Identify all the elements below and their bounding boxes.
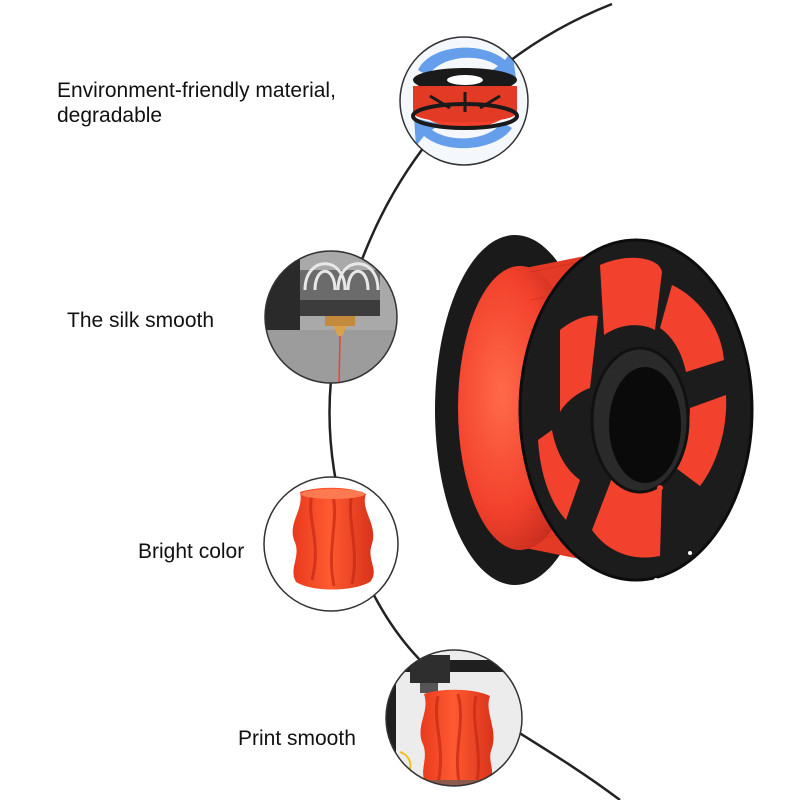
feature-circle-bright (263, 476, 399, 612)
feature-circle-silk (264, 250, 398, 384)
printer-nozzle-icon (265, 251, 397, 383)
feature-label-eco-line2: degradable (57, 104, 163, 127)
feature-label-eco-line1: Environment-friendly material, (57, 79, 336, 102)
recycle-spool-icon (400, 37, 528, 165)
filament-spool (435, 235, 754, 585)
feature-label-print: Print smooth (238, 727, 356, 750)
printed-vase-icon (264, 477, 398, 611)
feature-circle-print (385, 649, 523, 787)
feature-circle-eco (399, 36, 529, 166)
printer-printing-vase-icon (386, 650, 522, 786)
feature-label-bright: Bright color (138, 540, 245, 563)
feature-label-silk: The silk smooth (67, 309, 215, 332)
feature-label-eco: Environment-friendly material, degradabl… (57, 78, 377, 128)
